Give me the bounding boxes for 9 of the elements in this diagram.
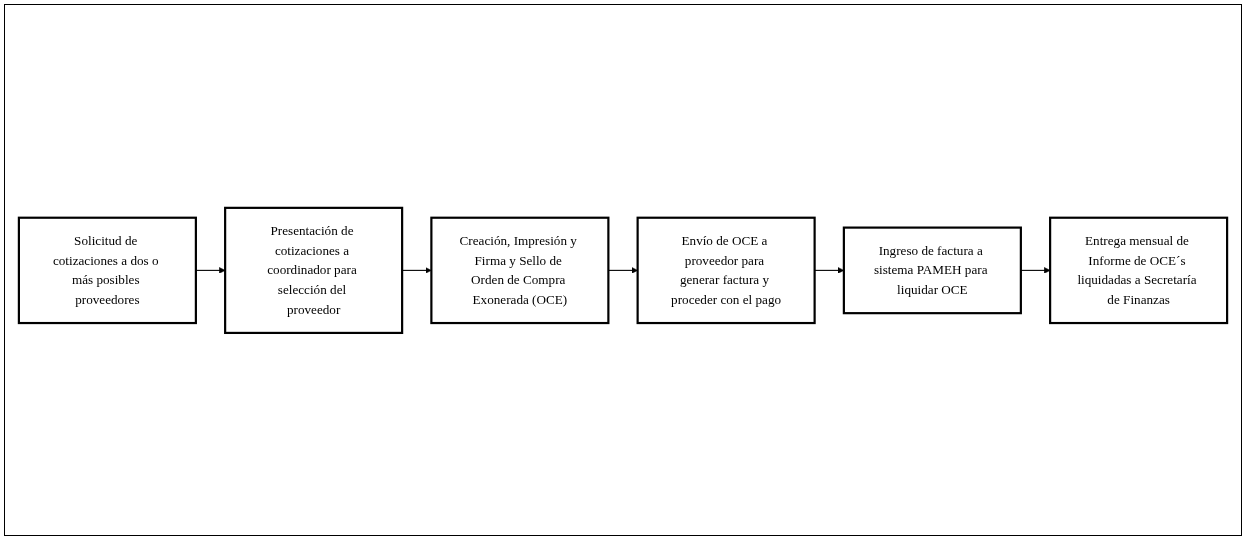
arrow <box>1020 266 1051 274</box>
node-box <box>430 216 610 324</box>
diagram-frame: Solicitud de cotizaciones a dos o más posibles proveedores Presentación de cotizaciones a coordinador para selección del proveedor Creación, Impresión y Firma y Sello de Orden de Compra Exonerada (OCE) Envío de OCE a proveedor para generar factura y proceder con el pago Ingreso de factura a sistema PAMEH para liquidar OCE Entrega mensual de Informe de OCE´s liquidadas a Secretaría de Finanzas <box>4 4 1242 536</box>
arrow <box>195 266 226 274</box>
node-box <box>17 216 197 324</box>
node-box <box>1049 216 1229 324</box>
node-box <box>636 216 816 324</box>
node-box <box>224 206 404 334</box>
node-box <box>842 226 1022 314</box>
